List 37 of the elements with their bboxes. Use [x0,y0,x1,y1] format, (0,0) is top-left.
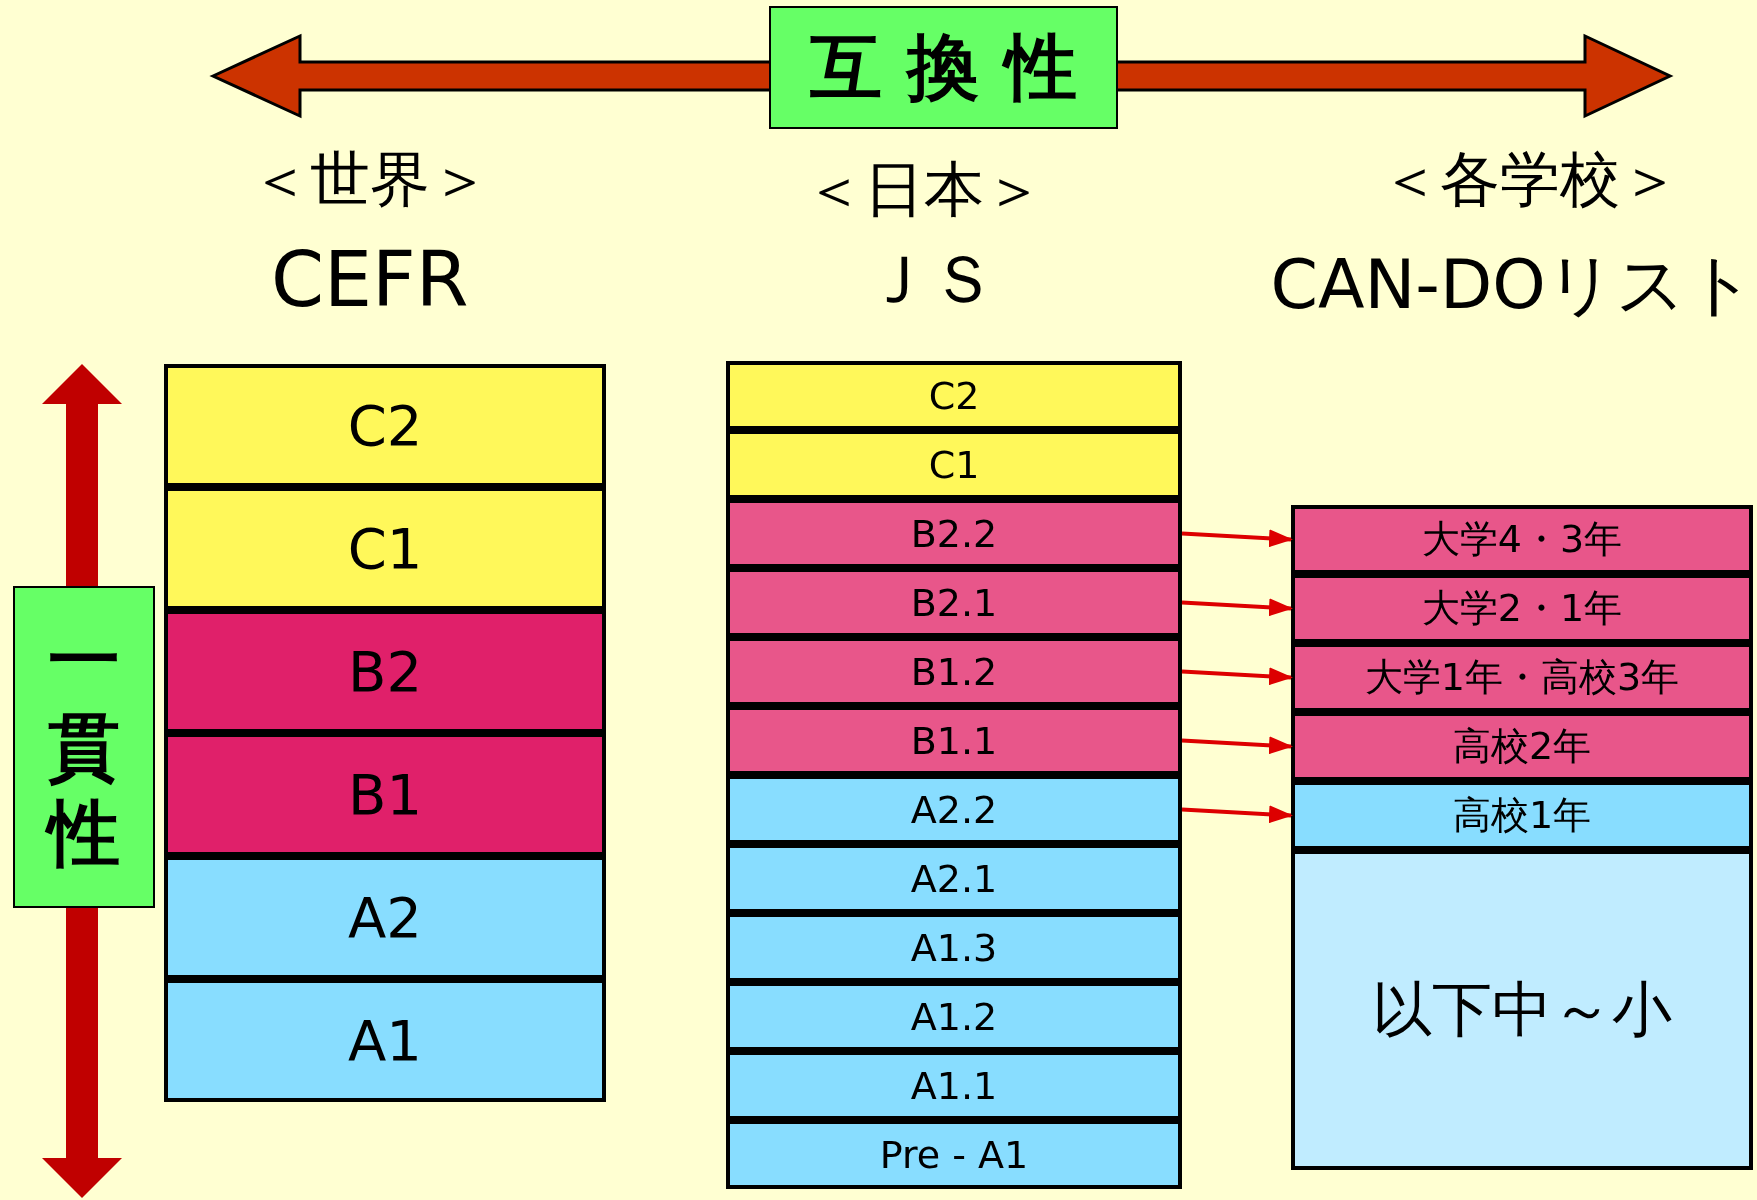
level-box: A2.1 [726,844,1182,913]
arrow [1181,736,1293,755]
grade-box: 高校1年 [1291,781,1753,850]
level-box: C1 [164,487,606,610]
level-box: C1 [726,430,1182,499]
grade-box: 以下中～小 [1291,850,1753,1170]
level-box: C2 [726,361,1182,430]
level-box: A1.3 [726,913,1182,982]
level-box: Pre - A1 [726,1120,1182,1189]
level-box: A1 [164,979,606,1102]
grade-box: 大学4・3年 [1291,505,1753,574]
level-box: C2 [164,364,606,487]
level-box: B2.2 [726,499,1182,568]
arrow [1181,598,1293,617]
level-box: B1.1 [726,706,1182,775]
column-heading: CEFR [271,235,469,324]
level-box: A1.2 [726,982,1182,1051]
arrow [1181,805,1293,824]
level-box: A2.2 [726,775,1182,844]
title-box: 互換性 [769,6,1118,129]
column-heading: ＜日本＞ [804,153,1044,226]
level-box: B1 [164,733,606,856]
column-heading: CAN-DOリスト [1270,244,1756,326]
grade-box: 大学1年・高校3年 [1291,643,1753,712]
level-box: A2 [164,856,606,979]
level-box: B2.1 [726,568,1182,637]
grade-box: 大学2・1年 [1291,574,1753,643]
column-heading: ＜世界＞ [250,143,490,216]
label-box: 一貫性 [13,586,155,908]
arrow [1181,667,1293,686]
column-heading: ＪＳ [864,240,996,320]
grade-box: 高校2年 [1291,712,1753,781]
level-box: B2 [164,610,606,733]
level-box: A1.1 [726,1051,1182,1120]
level-box: B1.2 [726,637,1182,706]
column-heading: ＜各学校＞ [1380,143,1680,216]
arrow [1181,529,1293,548]
